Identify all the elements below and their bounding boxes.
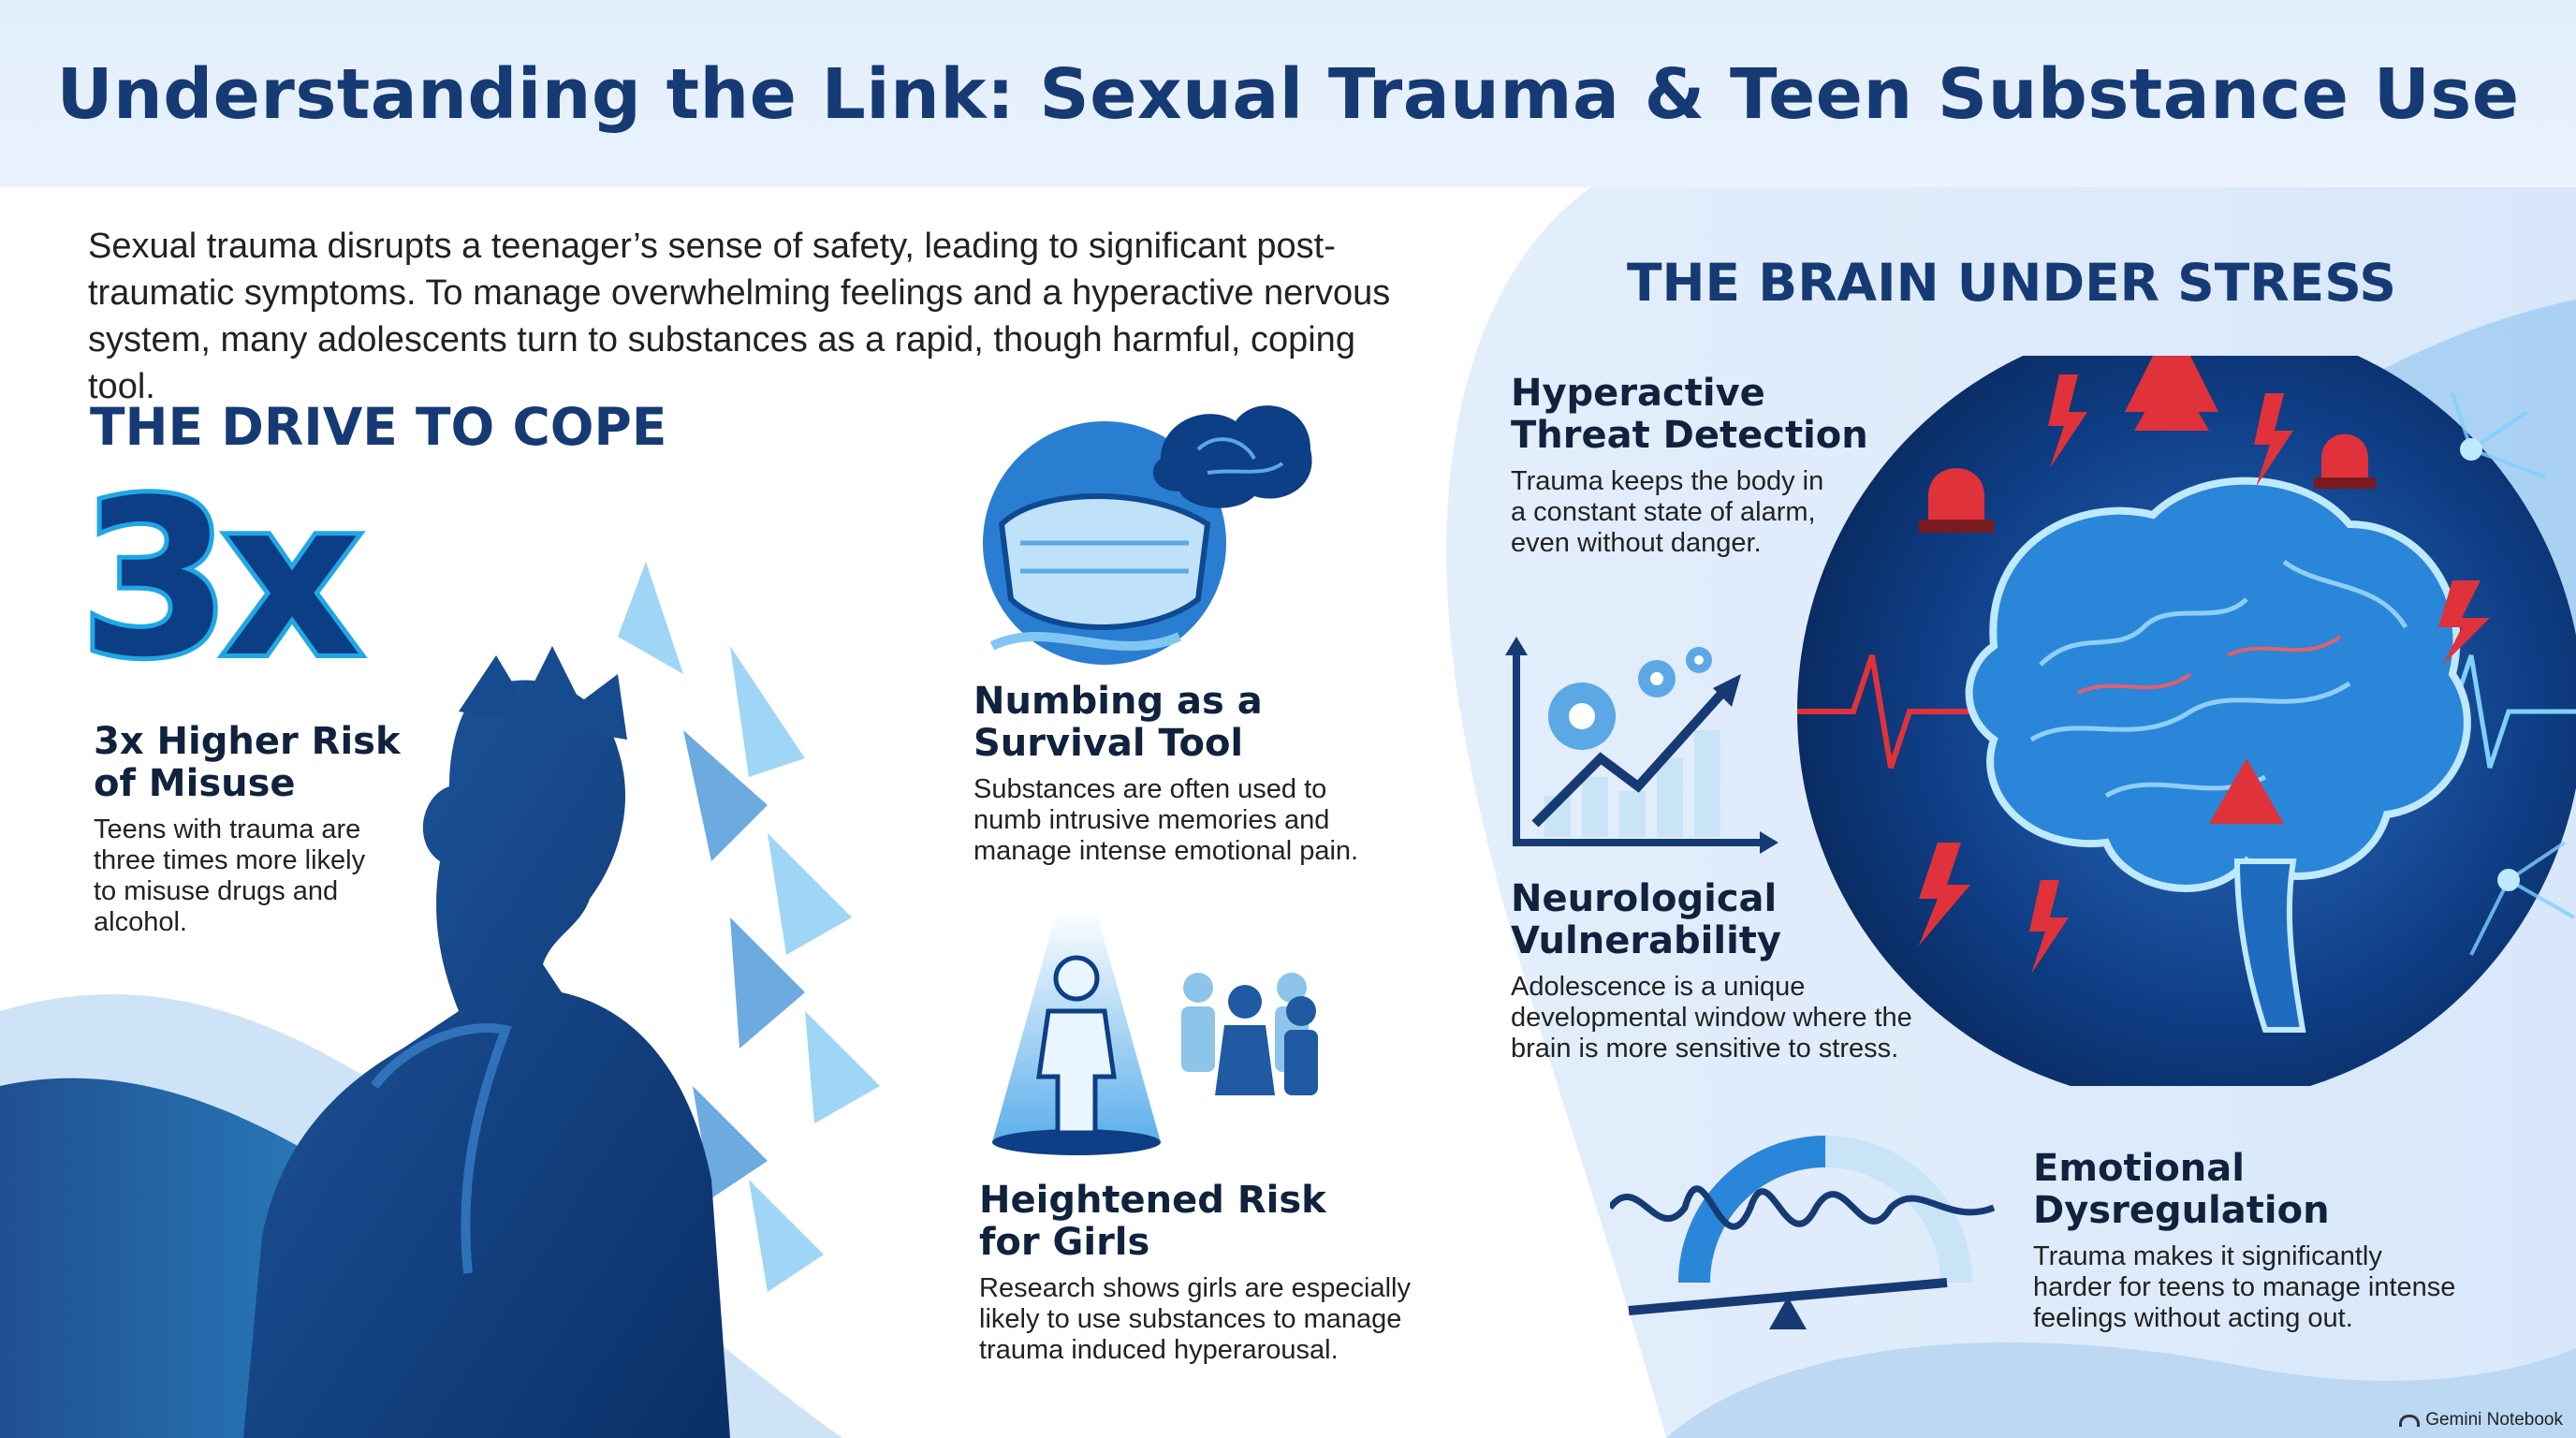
card-emotional-title: Emotional Dysregulation [2033,1147,2330,1232]
card-girls-description: Research shows girls are especially like… [979,1273,1411,1365]
card-threat-detection-title: Hyperactive Threat Detection [1511,372,1868,457]
card-neurological-description: Adolescence is a unique developmental wi… [1511,972,1912,1064]
page-title: Understanding the Link: Sexual Trauma & … [56,54,2520,135]
card-girls-title: Heightened Risk for Girls [979,1179,1326,1264]
title-band [0,0,2576,187]
footer-brand: Gemini Notebook [2399,1410,2563,1431]
intro-paragraph: Sexual trauma disrupts a teenager’s sens… [88,227,1391,406]
stat-description: Teens with trauma are three times more l… [94,814,366,937]
card-numbing-description: Substances are often used to numb intrus… [973,774,1359,866]
brand-logo-icon [2399,1414,2421,1427]
section-heading-drive-to-cope: THE DRIVE TO COPE [90,397,667,457]
card-neurological-title: Neurological Vulnerability [1511,877,1782,962]
stressed-brain-illustration [1797,356,2576,1086]
gear-growth-chart-icon [1505,637,1778,854]
footer-brand-label: Gemini Notebook [2425,1410,2563,1430]
big-stat-3x: 3x [76,455,366,705]
stat-title: 3x Higher Risk of Misuse [94,720,401,805]
card-emotional-description: Trauma makes it significantly harder for… [2033,1241,2456,1333]
section-heading-brain-under-stress: THE BRAIN UNDER STRESS [1627,253,2396,313]
girl-spotlight-icon [992,908,1318,1155]
wave-seesaw-icon [1610,1136,1996,1329]
teen-silhouette-illustration [243,562,880,1438]
card-numbing-title: Numbing as a Survival Tool [973,680,1263,765]
card-threat-detection-description: Trauma keeps the body in a constant stat… [1511,466,1824,558]
mask-brain-icon [983,405,1312,665]
